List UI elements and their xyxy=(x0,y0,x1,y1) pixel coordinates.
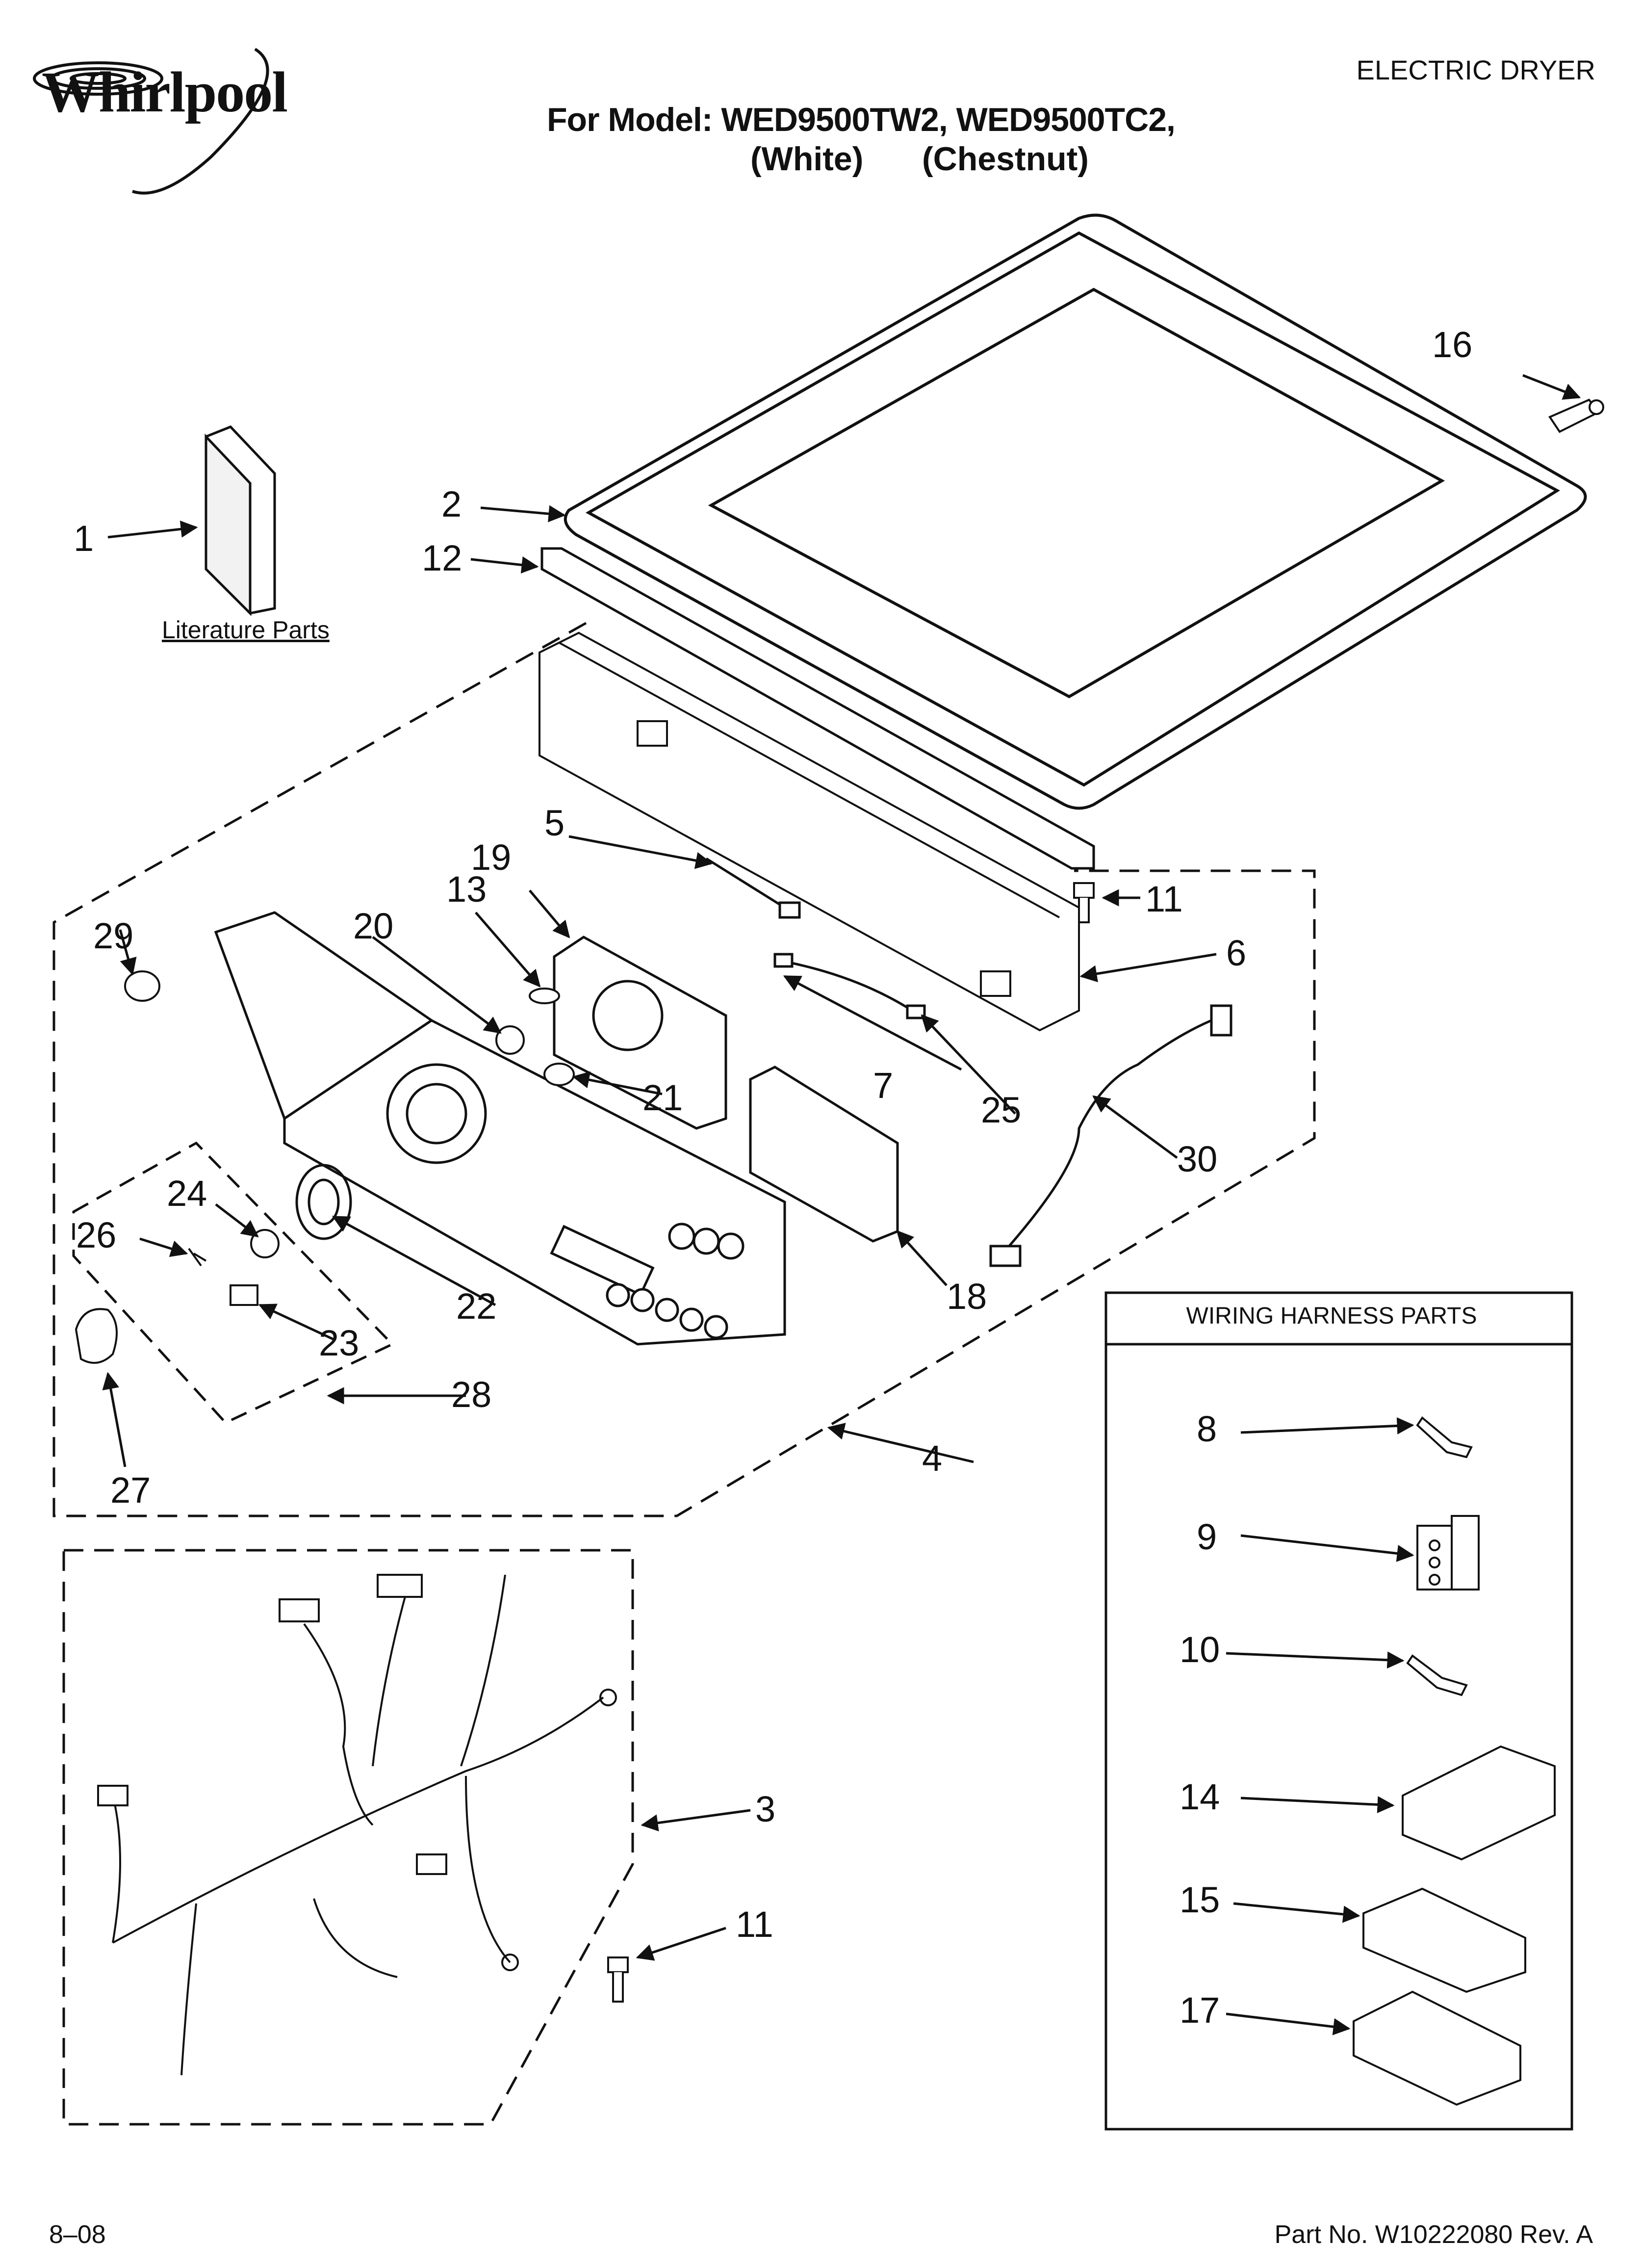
callout-17: 17 xyxy=(1180,1990,1220,2031)
console-bracket xyxy=(539,631,1080,1032)
variant-chestnut: (Chestnut) xyxy=(922,140,1089,178)
callout-27: 27 xyxy=(110,1470,151,1511)
callout-25: 25 xyxy=(981,1090,1022,1130)
main-harness xyxy=(97,1574,617,2076)
knob-assembly-boundary xyxy=(72,1141,395,1425)
screw-11-upper xyxy=(1073,882,1095,923)
wiring-harness-parts-box xyxy=(1104,1291,1573,2131)
callout-13: 13 xyxy=(446,869,487,910)
literature-booklet xyxy=(205,425,276,617)
harness-30 xyxy=(989,1004,1232,1267)
literature-parts-label: Literature Parts xyxy=(162,616,330,644)
brand-logo: Whirlpool xyxy=(42,60,288,124)
callout-22: 22 xyxy=(456,1286,497,1327)
small-parts xyxy=(75,970,575,1364)
callout-2: 2 xyxy=(441,484,462,524)
dial-assembly xyxy=(295,1063,487,1240)
callout-15: 15 xyxy=(1180,1879,1220,1920)
callout-11-upper: 11 xyxy=(1145,879,1183,919)
callout-6: 6 xyxy=(1226,933,1247,973)
document-type: ELECTRIC DRYER xyxy=(1356,54,1595,85)
console-assembly-boundary xyxy=(52,622,1316,1517)
leader-lines xyxy=(102,374,1581,2035)
model-line: For Model: WED9500TW2, WED9500TC2, xyxy=(547,101,1176,138)
callout-23: 23 xyxy=(319,1323,359,1363)
callout-14: 14 xyxy=(1180,1776,1220,1817)
tie-5 xyxy=(705,857,801,919)
callout-5: 5 xyxy=(544,803,565,843)
callout-11-lower: 11 xyxy=(736,1904,773,1945)
screw-16 xyxy=(1548,398,1604,433)
callout-29: 29 xyxy=(93,915,134,956)
callout-12: 12 xyxy=(422,538,462,578)
main-harness-boundary xyxy=(62,1549,634,2126)
callout-3: 3 xyxy=(755,1789,776,1829)
footer-date: 8–08 xyxy=(49,2220,106,2249)
footer-part-number: Part No. W10222080 Rev. A xyxy=(1274,2220,1593,2249)
control-board xyxy=(553,936,727,1130)
callout-20: 20 xyxy=(353,906,394,946)
callout-24: 24 xyxy=(167,1173,207,1214)
callout-1: 1 xyxy=(74,518,94,559)
callout-7: 7 xyxy=(873,1065,894,1106)
callout-16: 16 xyxy=(1432,324,1473,365)
callout-4: 4 xyxy=(922,1438,943,1479)
whirlpool-swoosh-icon xyxy=(33,48,269,195)
callout-8: 8 xyxy=(1197,1408,1217,1449)
callout-19: 19 xyxy=(471,837,512,878)
screw-11-lower xyxy=(607,1956,629,2003)
variant-white: (White) xyxy=(750,140,864,178)
callout-21: 21 xyxy=(642,1077,683,1118)
callout-30: 30 xyxy=(1177,1139,1218,1179)
front-strip xyxy=(540,547,1095,870)
callout-18: 18 xyxy=(947,1276,987,1317)
callout-28: 28 xyxy=(451,1374,492,1415)
wiring-harness-parts-title: WIRING HARNESS PARTS xyxy=(1186,1303,1477,1329)
top-panel xyxy=(564,213,1587,810)
callout-10: 10 xyxy=(1180,1629,1220,1670)
harness-25 xyxy=(773,953,926,1019)
callout-9: 9 xyxy=(1197,1516,1217,1557)
harness-part-icons xyxy=(1353,1416,1556,2106)
callout-26: 26 xyxy=(76,1215,117,1255)
